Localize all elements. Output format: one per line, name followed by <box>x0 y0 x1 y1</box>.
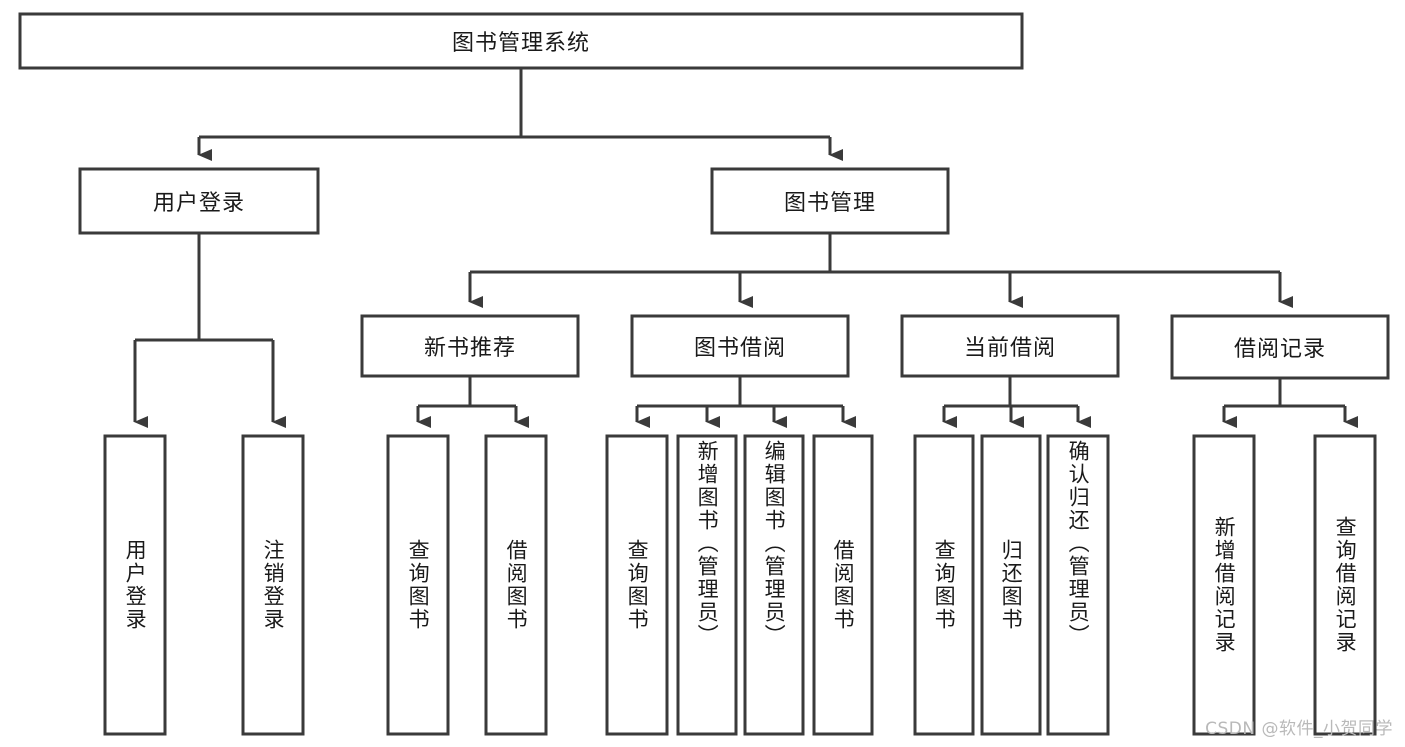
connector-user-login-bus <box>135 233 273 342</box>
node-box-add-book[interactable] <box>676 434 738 736</box>
node-box-user-logout[interactable] <box>241 434 305 736</box>
node-box-query-book-2[interactable] <box>605 434 669 736</box>
node-box-current-borrow[interactable] <box>900 314 1120 378</box>
node-box-borrow-record[interactable] <box>1170 314 1390 380</box>
connector-nbr-bus <box>418 376 516 408</box>
connector-book-management-bus <box>470 233 1280 274</box>
node-box-confirm-return[interactable] <box>1046 434 1110 736</box>
node-box-borrow-book-1[interactable] <box>484 434 548 736</box>
node-box-root[interactable] <box>18 12 1024 70</box>
node-box-book-borrow[interactable] <box>630 314 850 378</box>
connector-cb-bus <box>944 376 1078 408</box>
node-box-query-book-3[interactable] <box>913 434 975 736</box>
node-box-book-management[interactable] <box>710 167 950 235</box>
node-box-query-borrow-record[interactable] <box>1313 434 1377 736</box>
node-box-user-login-do[interactable] <box>103 434 167 736</box>
connector-bb-bus <box>637 376 843 408</box>
connector-br-bus <box>1224 378 1345 408</box>
node-box-add-borrow-record[interactable] <box>1192 434 1256 736</box>
node-box-borrow-book-2[interactable] <box>812 434 874 736</box>
node-box-return-book[interactable] <box>980 434 1042 736</box>
node-box-user-login[interactable] <box>78 167 320 235</box>
node-box-query-book-1[interactable] <box>386 434 450 736</box>
node-box-new-book-recommend[interactable] <box>360 314 580 378</box>
node-box-edit-book[interactable] <box>743 434 805 736</box>
connector-root-bus <box>197 68 830 152</box>
